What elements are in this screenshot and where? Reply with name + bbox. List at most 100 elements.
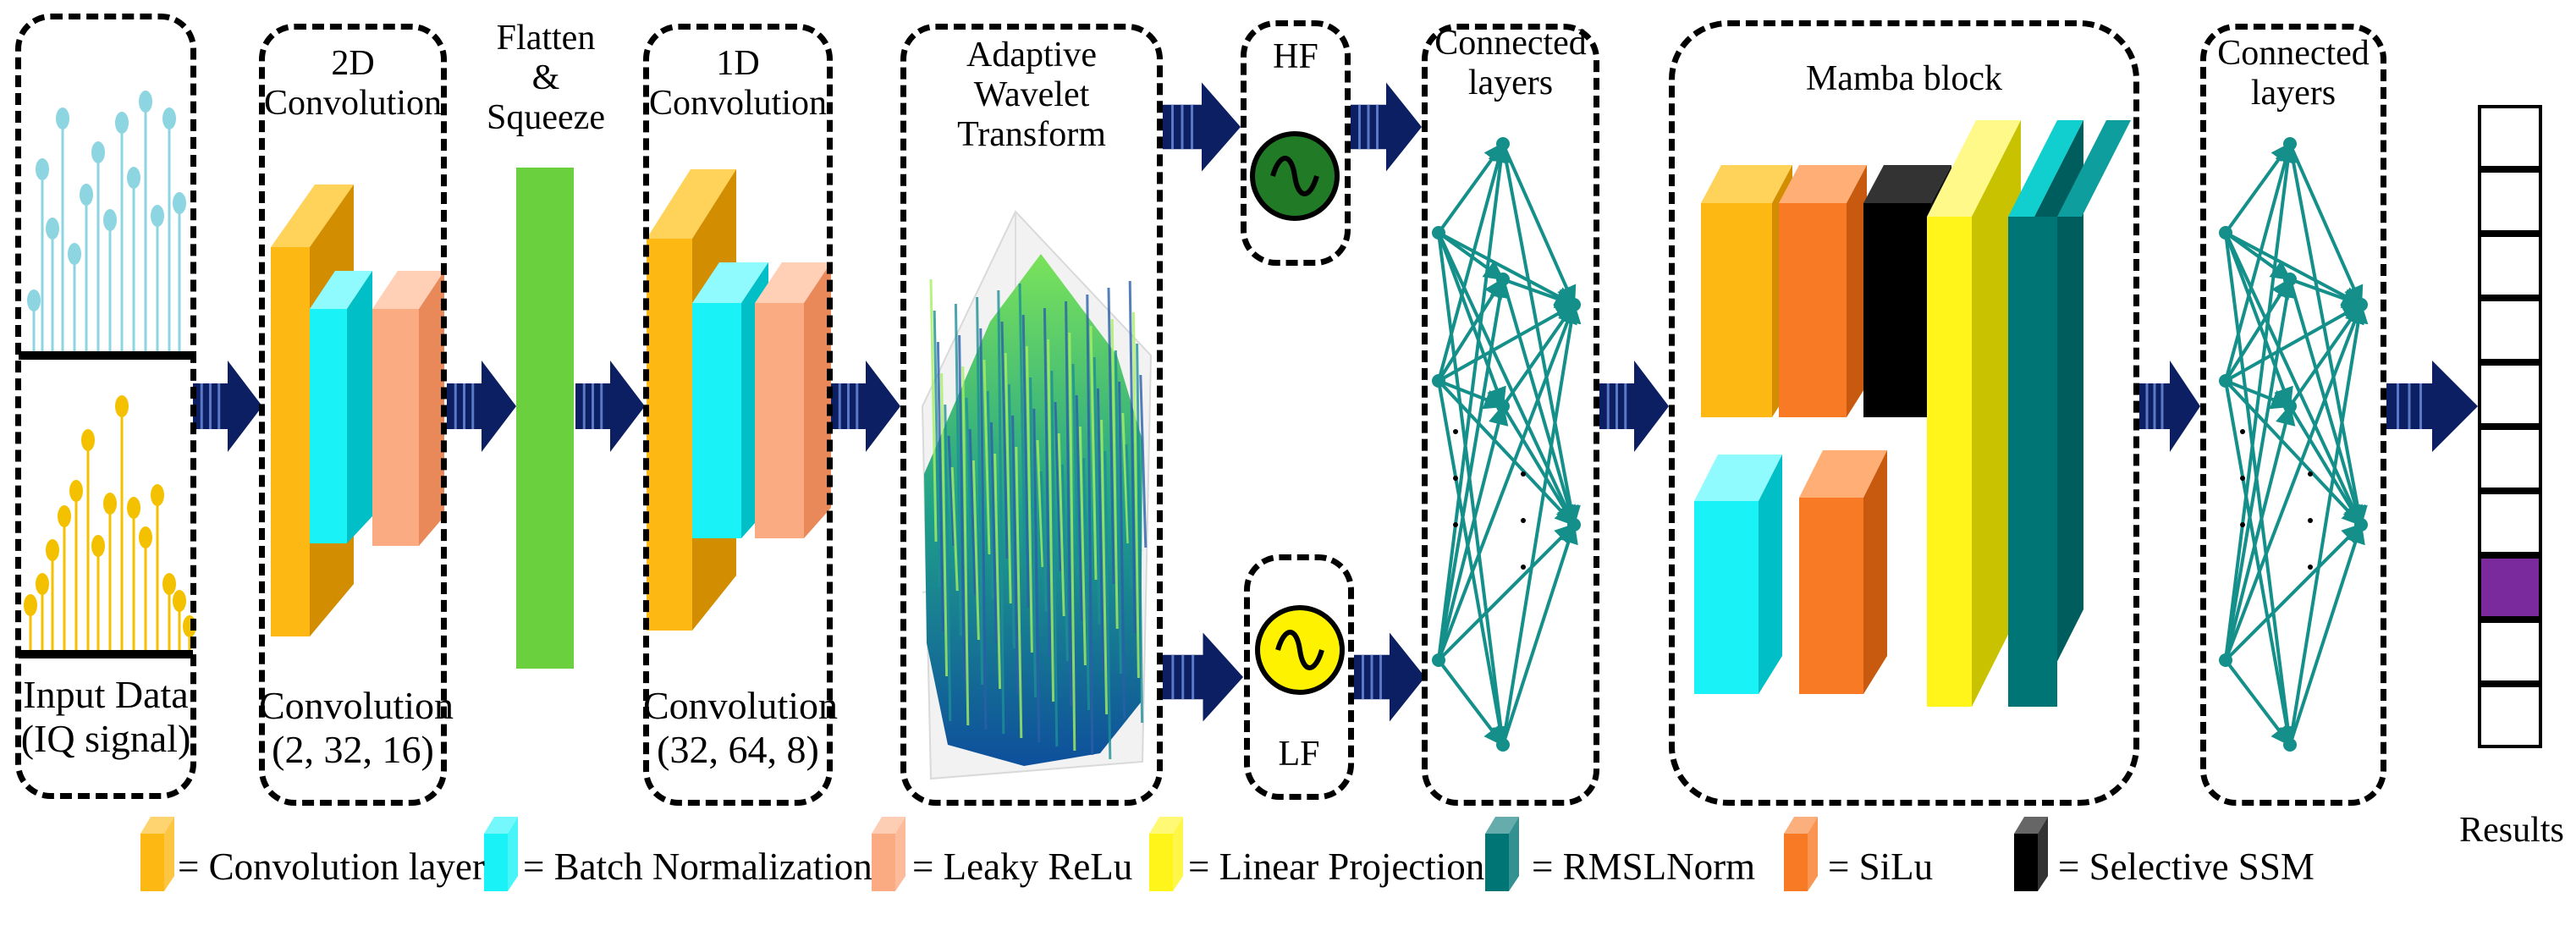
signal-dot <box>139 91 152 113</box>
signal-dot <box>91 141 105 163</box>
wavelet-spike <box>1086 294 1094 756</box>
network-node <box>2354 298 2368 311</box>
wavelet-spike <box>961 366 970 726</box>
legend-swatch <box>1784 817 1818 891</box>
ellipsis-dot <box>2308 565 2313 570</box>
wavelet-spike <box>1004 352 1012 604</box>
ellipsis-dot <box>1453 476 1458 481</box>
network-edge <box>2224 141 2298 661</box>
signal-dot <box>103 209 117 231</box>
signal-dot <box>58 505 71 527</box>
ellipsis-dot <box>1521 565 1526 570</box>
conv1d-leaky-layer <box>755 262 831 538</box>
network-edge <box>1437 404 1509 661</box>
conv2d-leaky-layer <box>372 271 444 546</box>
legend-label: = Convolution layer <box>178 846 485 888</box>
network-node <box>2219 374 2232 388</box>
wavelet-spike <box>1011 415 1020 694</box>
connected-layers-network-1 <box>1432 137 1582 752</box>
legend-label: = SiLu <box>1828 846 1934 888</box>
result-cell <box>2478 491 2542 555</box>
network-node <box>1496 137 1510 151</box>
network-edge <box>1438 303 1577 383</box>
network-edge <box>2288 143 2368 527</box>
wavelet-spike <box>1114 350 1122 675</box>
network-edge <box>1437 523 1576 662</box>
conv1d-panel-frame <box>643 24 833 806</box>
wavelet-spike <box>1075 394 1083 621</box>
signal-dot <box>127 497 140 519</box>
wavelet-spike <box>1047 339 1055 702</box>
lf-filter <box>1255 605 1345 695</box>
wavelet-spike <box>1078 426 1087 666</box>
signal-dot <box>69 480 83 502</box>
input-data-label: Input Data(IQ signal) <box>20 673 191 760</box>
network-node <box>2354 518 2368 532</box>
network-edge <box>1437 232 1576 527</box>
signal-dot <box>173 192 186 214</box>
result-cell <box>2478 362 2542 427</box>
signal-dot <box>162 107 176 129</box>
connected-layers-1-frame <box>1422 24 1599 806</box>
network-edge <box>2224 232 2293 409</box>
legend-swatch <box>140 817 174 891</box>
conv1d-stack <box>647 169 831 631</box>
network-edge <box>2224 232 2363 527</box>
network-edge <box>2224 277 2298 661</box>
legend-label: = Leaky ReLu <box>912 846 1133 888</box>
wavelet-spikes <box>929 278 1148 760</box>
wavelet-spike <box>1089 325 1098 581</box>
lf-panel-frame <box>1244 554 1354 800</box>
signal-dot <box>46 539 59 561</box>
wavelet-spike <box>1032 408 1041 743</box>
network-edge <box>2288 143 2364 307</box>
ellipsis-dot <box>1453 429 1458 434</box>
network-edge <box>1437 141 1511 661</box>
wavelet-spike <box>1068 332 1076 752</box>
wavelet-spike <box>950 466 959 592</box>
wavelet-spike <box>958 334 966 681</box>
result-cell <box>2478 234 2542 298</box>
network-edge <box>2225 303 2364 383</box>
legend-label: = RMSLNorm <box>1532 846 1756 888</box>
wavelet-spike <box>1104 450 1112 760</box>
wavelet-spike <box>1110 318 1119 630</box>
wavelet-spike <box>1100 419 1109 715</box>
network-edge <box>1501 522 1578 746</box>
wavelet-spike <box>1065 300 1073 707</box>
signal-dot <box>162 573 176 595</box>
network-edge <box>1437 277 1511 661</box>
input-signal-panel <box>19 91 196 658</box>
wavelet-spike <box>1021 314 1030 609</box>
wavelet-spike <box>1139 374 1148 548</box>
result-cell <box>2478 620 2542 684</box>
mamba-stack <box>1694 120 2131 707</box>
network-node <box>2283 738 2297 752</box>
wavelet-spike <box>979 328 988 730</box>
signal-dot <box>81 429 95 451</box>
ellipsis-dot <box>2308 518 2313 523</box>
wavelet-spike <box>1121 412 1130 544</box>
network-node <box>2283 137 2297 151</box>
network-edge <box>2288 302 2369 746</box>
wavelet-panel-frame <box>900 24 1163 806</box>
mamba-title: Mamba block <box>1805 59 2003 98</box>
signal-dot <box>27 289 41 311</box>
conv2d-stack <box>271 185 444 636</box>
flow-arrow <box>1163 632 1243 722</box>
ellipsis-dot <box>1521 518 1526 523</box>
network-node <box>1496 738 1510 752</box>
wavelet-spike <box>997 289 1005 735</box>
network-node <box>1567 518 1581 532</box>
signal-dot <box>173 590 186 612</box>
signal-dot <box>115 395 129 417</box>
wavelet-spike <box>1039 471 1048 613</box>
legend-label: = Linear Projection <box>1188 846 1485 888</box>
network-edge <box>2225 231 2364 306</box>
wavelet-spike <box>994 453 1002 690</box>
wavelet-spike <box>1025 345 1033 653</box>
signal-dot <box>46 218 59 240</box>
